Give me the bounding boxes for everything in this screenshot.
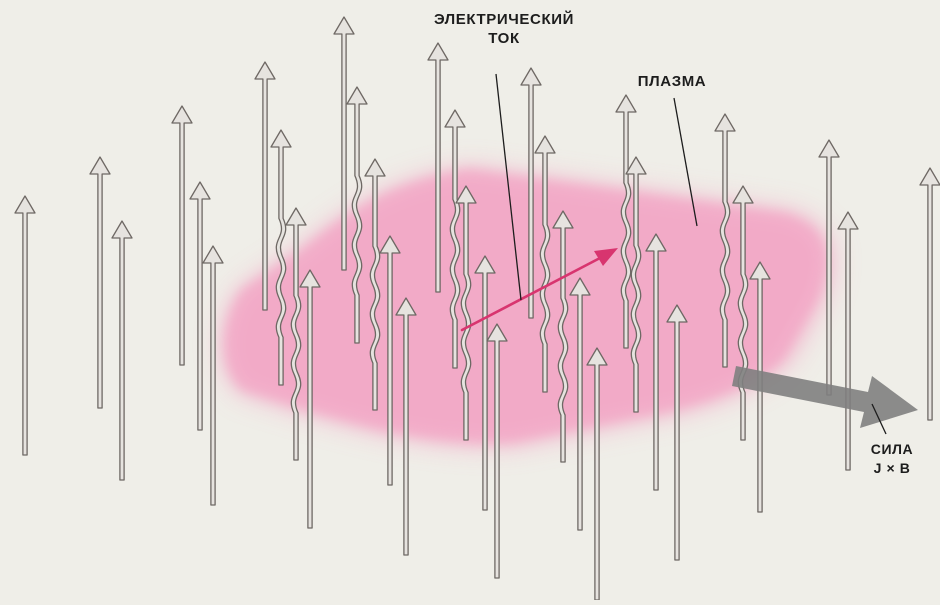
electric-current-label-line2: ТОК xyxy=(404,29,604,48)
field-line-arrow-4 xyxy=(172,106,192,365)
field-line-arrow-2 xyxy=(90,157,110,408)
field-line-arrow-3 xyxy=(112,221,132,480)
plasma-slab xyxy=(225,169,826,442)
field-line-arrow-body xyxy=(920,168,940,420)
field-line-arrow-body xyxy=(838,212,858,470)
field-line-arrow-body xyxy=(203,246,223,505)
electric-current-label: ЭЛЕКТРИЧЕСКИЙ ТОК xyxy=(404,10,604,48)
field-line-arrow-body xyxy=(15,196,35,455)
field-line-arrow-body xyxy=(172,106,192,365)
field-line-arrow-body xyxy=(112,221,132,480)
force-label-line1: СИЛА xyxy=(852,440,932,459)
plasma-label: ПЛАЗМА xyxy=(622,72,722,91)
electric-current-label-line1: ЭЛЕКТРИЧЕСКИЙ xyxy=(404,10,604,29)
force-label-line2: J × B xyxy=(852,459,932,478)
field-line-arrow-35 xyxy=(920,168,940,420)
field-line-arrow-body xyxy=(90,157,110,408)
field-line-arrow-1 xyxy=(15,196,35,455)
field-line-arrow-34 xyxy=(838,212,858,470)
field-line-arrow-body xyxy=(190,182,210,430)
force-label: СИЛА J × B xyxy=(852,440,932,478)
field-line-arrow-5 xyxy=(190,182,210,430)
field-line-arrow-6 xyxy=(203,246,223,505)
